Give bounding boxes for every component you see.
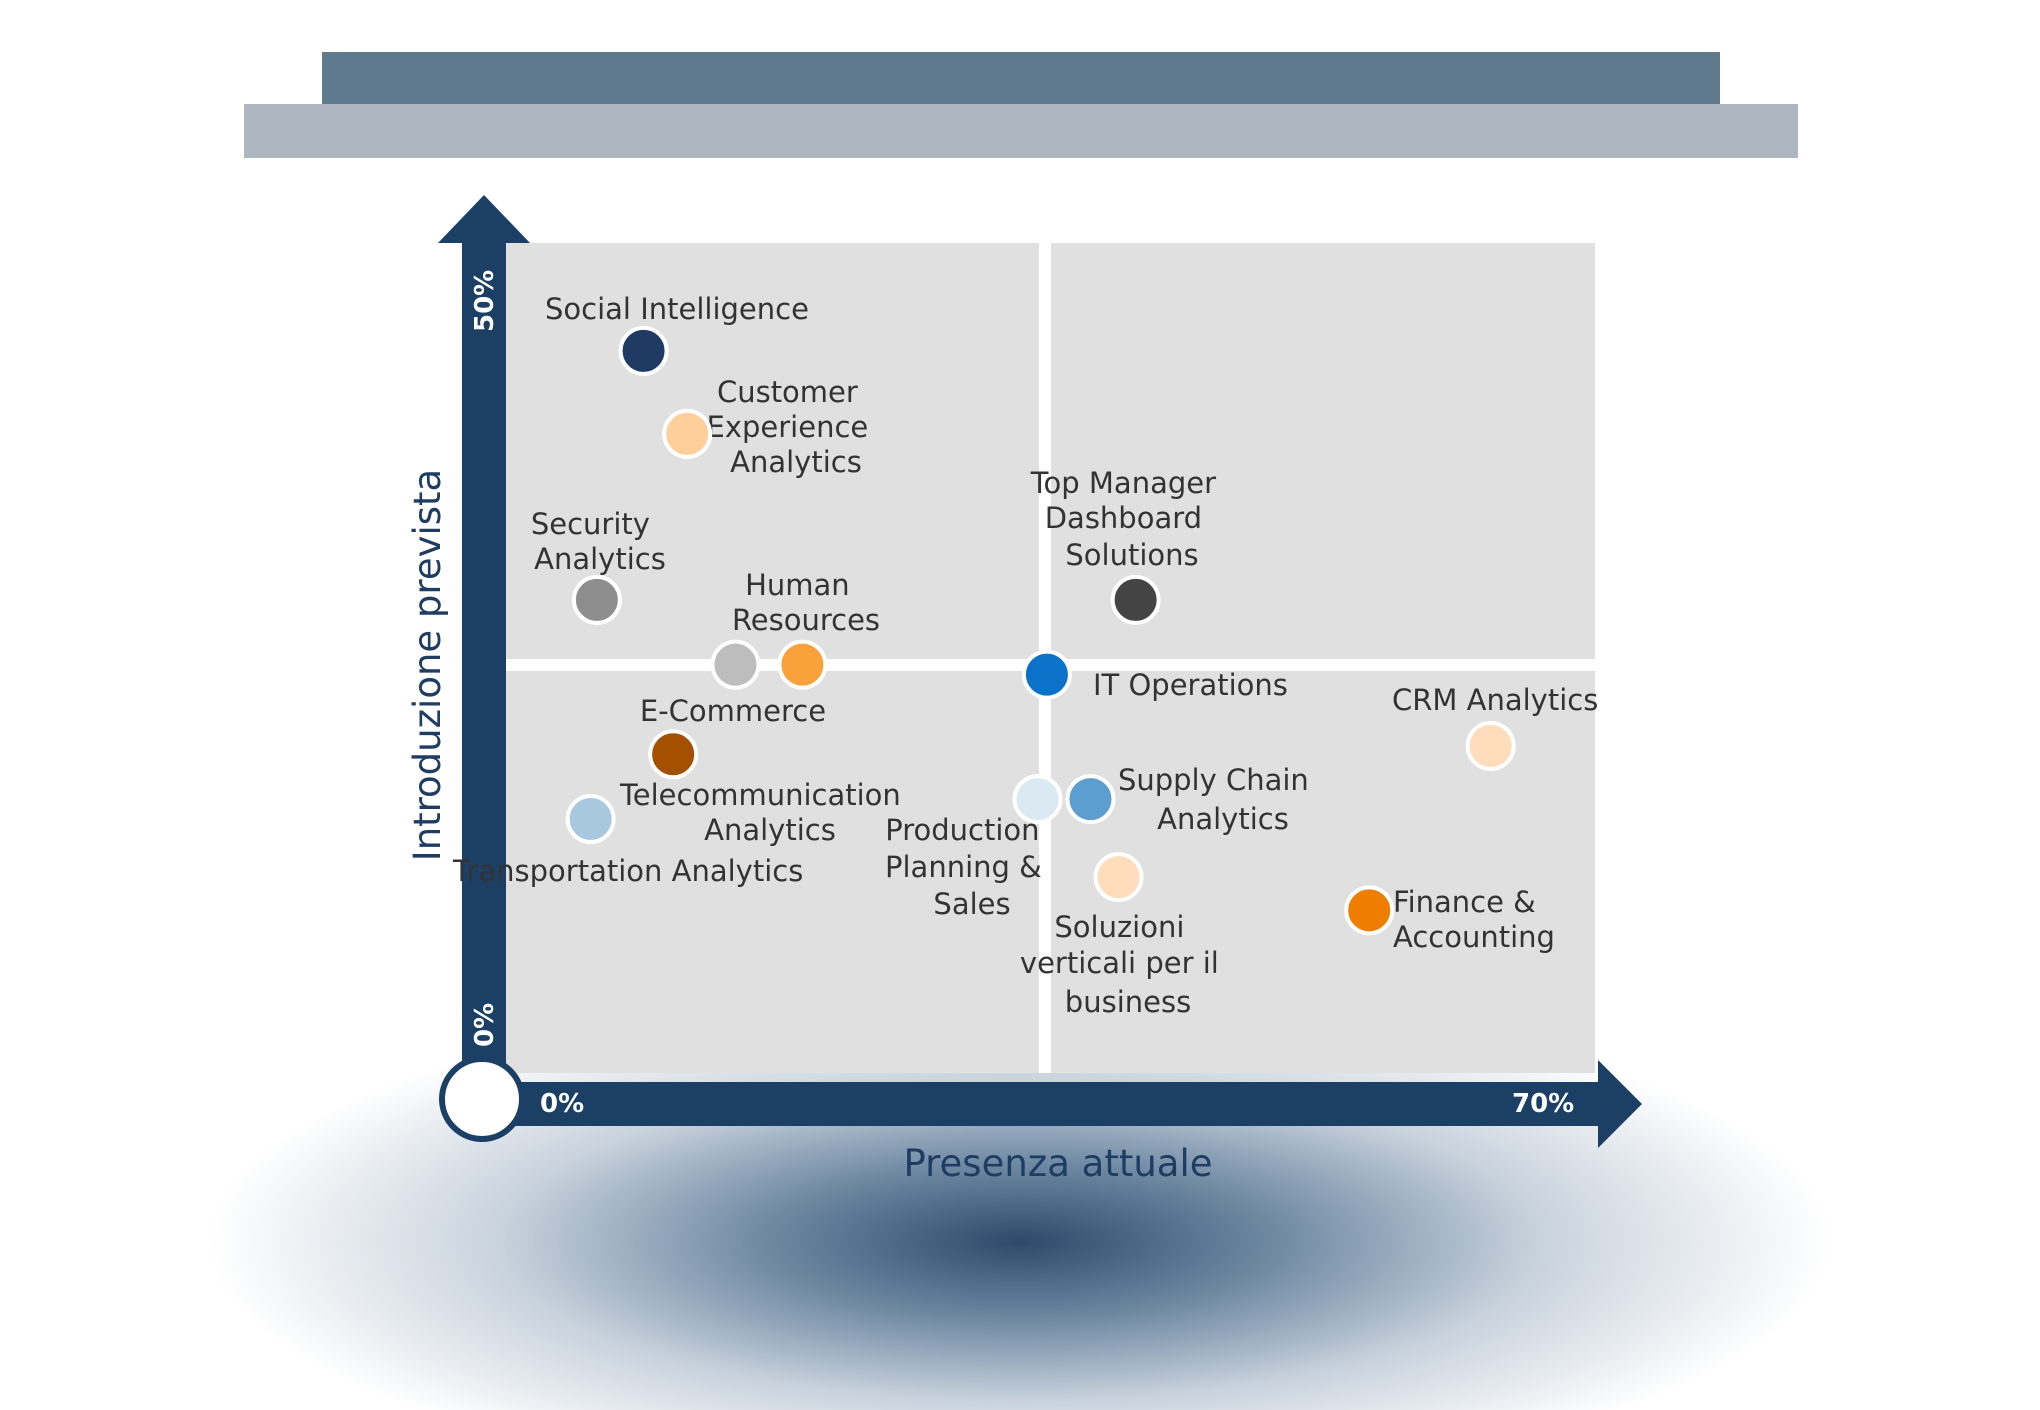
axis-origin	[439, 1056, 525, 1142]
point-crm-analytics	[1465, 720, 1516, 771]
label-sec-line1: Security	[531, 507, 650, 541]
y-axis-title: Introduzione prevista	[406, 469, 449, 861]
label-cx-line2: Experience	[707, 410, 869, 444]
label-finance-accounting: Finance & Accounting	[1393, 885, 1555, 954]
x-axis-bar	[470, 1082, 1600, 1126]
y-axis-arrowhead	[438, 195, 530, 243]
label-pp-line1: Production	[885, 813, 1039, 847]
label-tel-line2: Analytics	[704, 813, 836, 847]
label-sc-line1: Supply Chain	[1118, 763, 1309, 797]
x-tick-min: 0%	[540, 1089, 584, 1119]
label-sc-line2: Analytics	[1157, 802, 1289, 836]
bubble-chart: 0% 70% 50% 0% Presenza attuale Introduzi…	[406, 195, 1642, 1185]
label-cx-line3: Analytics	[730, 445, 862, 479]
label-fa-line2: Accounting	[1393, 920, 1555, 954]
point-social-intelligence	[618, 325, 669, 376]
label-supply-chain: Supply Chain Analytics	[1118, 763, 1318, 836]
label-transportation-analytics: Transportation Analytics	[452, 854, 803, 888]
y-axis-bar	[462, 238, 506, 1078]
label-it-operations: IT Operations	[1093, 668, 1288, 702]
point-transportation-analytics	[565, 794, 616, 845]
point-security-analytics	[571, 574, 622, 625]
label-social-intelligence: Social Intelligence	[545, 292, 809, 326]
point-it-operations	[1021, 649, 1072, 700]
header-banner-top	[322, 52, 1720, 106]
label-sec-line2: Analytics	[534, 542, 666, 576]
label-sv-line2: verticali per il	[1020, 946, 1219, 980]
y-tick-max: 50%	[470, 270, 500, 332]
point-production-planning-sales	[1012, 774, 1063, 825]
label-production-planning: Production Planning & Sales	[885, 813, 1051, 921]
label-customer-experience-analytics: Customer Experience Analytics	[707, 375, 878, 479]
label-hr-line1: Human	[745, 568, 850, 602]
y-tick-min: 0%	[470, 1003, 500, 1047]
label-sv-line1: Soluzioni	[1054, 910, 1184, 944]
label-tel-line1: Telecommunication	[619, 778, 901, 812]
label-crm-analytics: CRM Analytics	[1392, 683, 1598, 717]
label-sv-line3: business	[1065, 985, 1191, 1019]
label-tm-line2: Dashboard	[1045, 501, 1202, 535]
label-tm-line3: Solutions	[1065, 538, 1198, 572]
point-soluzioni-verticali-per-il-business	[1093, 852, 1144, 903]
header-banner-bottom	[244, 104, 1798, 158]
label-e-commerce: E-Commerce	[640, 694, 826, 728]
point-supply-chain-analytics	[1065, 774, 1116, 825]
points-layer	[565, 325, 1516, 936]
label-hr-line2: Resources	[732, 603, 880, 637]
point-e-commerce	[710, 639, 761, 690]
label-security-analytics: Security Analytics	[531, 507, 666, 576]
point-top-manager-dashboard-solutions	[1110, 574, 1161, 625]
label-pp-line3: Sales	[933, 887, 1010, 921]
label-soluzioni-verticali: Soluzioni verticali per il business	[1020, 910, 1228, 1019]
label-cx-line1: Customer	[717, 375, 858, 409]
x-tick-max: 70%	[1512, 1089, 1574, 1119]
x-axis-title: Presenza attuale	[903, 1142, 1212, 1185]
label-fa-line1: Finance &	[1393, 885, 1536, 919]
label-tm-line1: Top Manager	[1030, 466, 1216, 500]
point-telecommunication-analytics	[648, 729, 699, 780]
label-telecommunication-analytics: Telecommunication Analytics	[619, 778, 910, 847]
label-top-manager: Top Manager Dashboard Solutions	[1030, 466, 1226, 572]
point-finance-accounting	[1344, 885, 1395, 936]
label-human-resources: Human Resources	[732, 568, 880, 637]
label-pp-line2: Planning &	[885, 850, 1042, 884]
point-human-resources	[777, 639, 828, 690]
point-customer-experience-analytics	[662, 408, 713, 459]
x-axis-arrowhead	[1598, 1060, 1642, 1148]
